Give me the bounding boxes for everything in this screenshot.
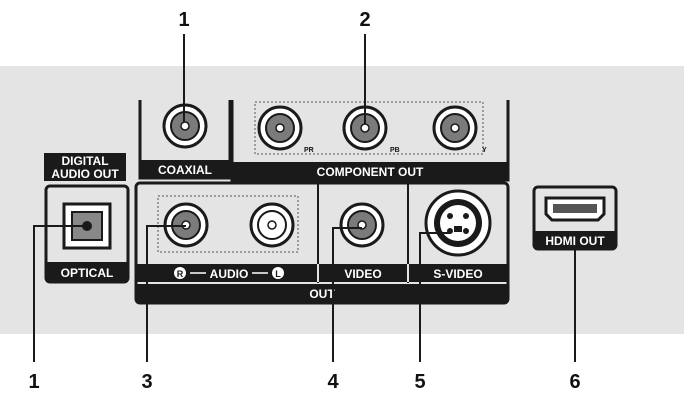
callout-1-bottom: 1: [28, 371, 39, 393]
audio-label: AUDIO: [210, 267, 249, 281]
component-out-block: COMPONENT OUT PR PB Y: [230, 100, 510, 182]
pb-label: PB: [390, 147, 400, 154]
pr-label: PR: [304, 147, 314, 154]
audio-r-text: R: [177, 269, 184, 279]
coaxial-label: COAXIAL: [158, 163, 212, 177]
out-group: OUT R AUDIO L VIDEO S-VIDEO: [134, 181, 510, 305]
optical-block: OPTICAL: [44, 184, 130, 284]
callout-4: 4: [327, 371, 339, 393]
out-label: OUT: [309, 287, 335, 301]
callout-2: 2: [359, 9, 370, 31]
audio-l-text: L: [275, 269, 281, 279]
callout-6: 6: [569, 371, 580, 393]
digital-label: DIGITAL: [61, 154, 108, 168]
digital-audio-out-tag: DIGITAL AUDIO OUT: [44, 153, 126, 181]
s-video-label: S-VIDEO: [433, 267, 482, 281]
y-label: Y: [482, 147, 487, 154]
component-out-label: COMPONENT OUT: [317, 165, 424, 179]
audio-out-label: AUDIO OUT: [51, 167, 119, 181]
hdmi-out-label: HDMI OUT: [545, 234, 605, 248]
audio-l-badge: [272, 267, 284, 279]
video-label: VIDEO: [344, 267, 381, 281]
leader-lines: [33, 34, 576, 362]
coaxial-block: COAXIAL: [138, 100, 232, 180]
audio-r-badge: [174, 267, 186, 279]
callout-3: 3: [141, 371, 152, 393]
callout-5: 5: [414, 371, 425, 393]
callout-1-top: 1: [178, 9, 189, 31]
optical-label: OPTICAL: [61, 266, 114, 280]
